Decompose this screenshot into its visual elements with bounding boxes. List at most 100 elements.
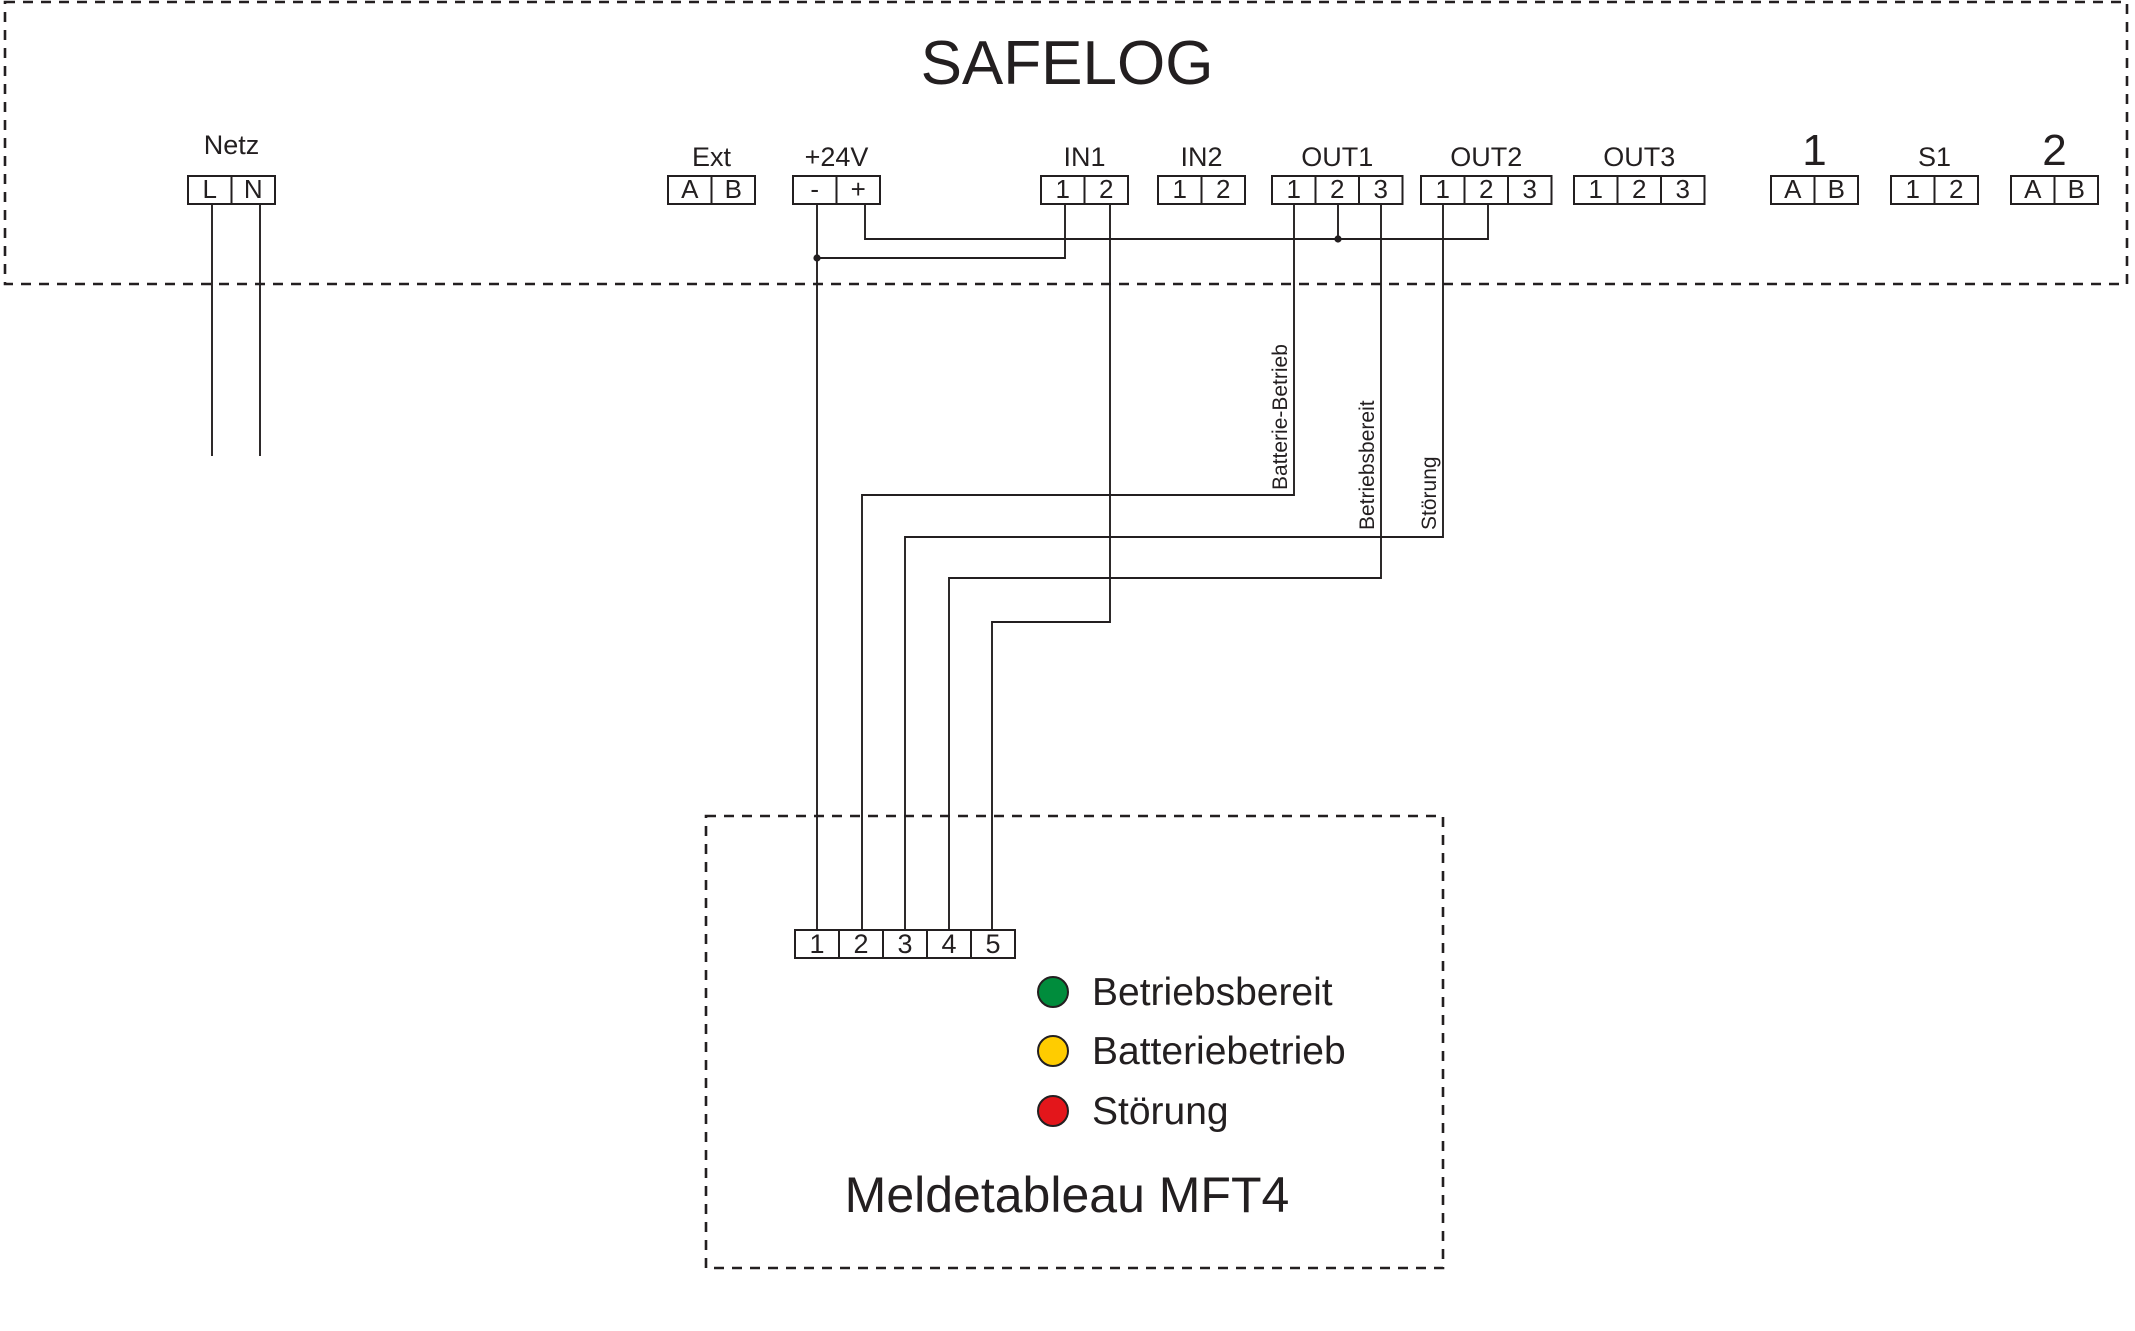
terminal-label-2-a: A bbox=[2024, 174, 2042, 204]
mft4-terminal-5 bbox=[970, 929, 1016, 959]
terminal-label-netz-l: L bbox=[203, 174, 217, 204]
terminal-ext-b bbox=[710, 175, 756, 205]
indicator-lamp-batteriebetrieb bbox=[1037, 1035, 1069, 1067]
terminal-out1-1 bbox=[1271, 175, 1317, 205]
terminal-group-label-out2: OUT2 bbox=[1450, 142, 1522, 172]
indicator-label-betriebsbereit: Betriebsbereit bbox=[1092, 971, 1333, 1014]
terminal-in1-2 bbox=[1083, 175, 1129, 205]
terminal-24v-plus bbox=[835, 175, 881, 205]
terminal-label-1-a: A bbox=[1784, 174, 1802, 204]
terminal-s1-2 bbox=[1933, 175, 1979, 205]
terminal-label-24v-minus: - bbox=[810, 174, 819, 204]
wire-label-batterie-betrieb: Batterie-Betrieb bbox=[1269, 344, 1292, 490]
wire-label-betriebsbereit: Betriebsbereit bbox=[1356, 400, 1379, 530]
terminal-label-out2-1: 1 bbox=[1436, 174, 1450, 204]
terminal-24v-minus bbox=[792, 175, 838, 205]
indicator-label-batteriebetrieb: Batteriebetrieb bbox=[1092, 1030, 1346, 1073]
terminal-label-in2-1: 1 bbox=[1173, 174, 1187, 204]
terminal-label-out1-3: 3 bbox=[1374, 174, 1388, 204]
terminal-label-in1-1: 1 bbox=[1056, 174, 1070, 204]
terminal-2-b bbox=[2053, 175, 2099, 205]
terminal-group-label-ext: Ext bbox=[692, 142, 732, 172]
safelog-frame bbox=[3, 0, 2129, 286]
indicator-label-stoerung: Störung bbox=[1092, 1090, 1229, 1133]
terminal-group-label-1: 1 bbox=[1802, 126, 1826, 175]
terminal-2-a bbox=[2010, 175, 2056, 205]
terminal-group-label-in2: IN2 bbox=[1180, 142, 1222, 172]
terminal-group-label-2: 2 bbox=[2042, 126, 2066, 175]
wire-out2-1-stoerung bbox=[904, 204, 1444, 940]
terminal-label-out1-1: 1 bbox=[1287, 174, 1301, 204]
terminal-out1-2 bbox=[1314, 175, 1360, 205]
terminal-group-24v: +24V- + bbox=[792, 142, 881, 205]
terminal-1-b bbox=[1813, 175, 1859, 205]
terminal-label-out3-1: 1 bbox=[1589, 174, 1603, 204]
terminal-label-24v-plus: + bbox=[851, 174, 866, 204]
terminal-group-label-in1: IN1 bbox=[1063, 142, 1105, 172]
terminal-label-out1-2: 2 bbox=[1330, 174, 1344, 204]
terminal-label-s1-2: 2 bbox=[1949, 174, 1963, 204]
terminal-group-label-s1: S1 bbox=[1918, 142, 1951, 172]
terminal-in2-2 bbox=[1200, 175, 1246, 205]
terminal-group-label-24v: +24V bbox=[805, 142, 869, 172]
terminal-group-label-out3: OUT3 bbox=[1603, 142, 1675, 172]
terminal-label-ext-a: A bbox=[681, 174, 699, 204]
wire-out1-3-betriebsbereit bbox=[948, 204, 1382, 940]
indicator-lamp-stoerung bbox=[1037, 1095, 1069, 1127]
terminal-out2-1 bbox=[1420, 175, 1466, 205]
mft4-title: Meldetableau MFT4 bbox=[845, 1167, 1290, 1223]
terminal-netz-n bbox=[230, 175, 276, 205]
wire-24v-plus-to-out2-2 bbox=[864, 204, 1489, 240]
mft4-terminal-3 bbox=[882, 929, 928, 959]
terminal-label-1-b: B bbox=[1828, 174, 1845, 204]
junction-24v-plus bbox=[1334, 235, 1342, 243]
mft4-frame bbox=[704, 814, 1445, 1270]
terminal-label-in1-2: 2 bbox=[1099, 174, 1113, 204]
mft4-terminal-label-3: 3 bbox=[897, 929, 912, 959]
wire-24v-minus-to-in1-1 bbox=[816, 204, 1066, 259]
mft4-terminal-label-1: 1 bbox=[809, 929, 824, 959]
mft4-terminal-2 bbox=[838, 929, 884, 959]
terminal-label-out3-2: 2 bbox=[1632, 174, 1646, 204]
terminal-in2-1 bbox=[1157, 175, 1203, 205]
terminal-group-label-out1: OUT1 bbox=[1301, 142, 1373, 172]
terminal-label-out3-3: 3 bbox=[1676, 174, 1690, 204]
terminal-out2-3 bbox=[1507, 175, 1553, 205]
mft4-terminal-label-4: 4 bbox=[941, 929, 956, 959]
mft4-terminal-4 bbox=[926, 929, 972, 959]
mft4-terminal-label-2: 2 bbox=[853, 929, 868, 959]
mft4-terminal-label-5: 5 bbox=[985, 929, 1000, 959]
wire-in1-2-to-mft4-5 bbox=[991, 204, 1111, 940]
terminal-out1-3 bbox=[1358, 175, 1404, 205]
terminal-out3-3 bbox=[1660, 175, 1706, 205]
terminal-netz-l bbox=[187, 175, 233, 205]
wires bbox=[211, 204, 1489, 940]
wire-out1-1-batterie-betrieb bbox=[861, 204, 1295, 940]
terminal-label-netz-n: N bbox=[244, 174, 263, 204]
terminal-label-s1-1: 1 bbox=[1906, 174, 1920, 204]
junction-24v-minus bbox=[813, 254, 821, 262]
safelog-title: SAFELOG bbox=[921, 29, 1214, 98]
terminal-label-out2-2: 2 bbox=[1479, 174, 1493, 204]
terminal-label-ext-b: B bbox=[725, 174, 742, 204]
terminal-label-in2-2: 2 bbox=[1216, 174, 1230, 204]
mft4-terminal-1 bbox=[794, 929, 840, 959]
terminal-out3-1 bbox=[1573, 175, 1619, 205]
terminal-label-2-b: B bbox=[2068, 174, 2085, 204]
indicator-lamp-betriebsbereit bbox=[1037, 976, 1069, 1008]
wire-label-stoerung: Störung bbox=[1418, 456, 1441, 530]
